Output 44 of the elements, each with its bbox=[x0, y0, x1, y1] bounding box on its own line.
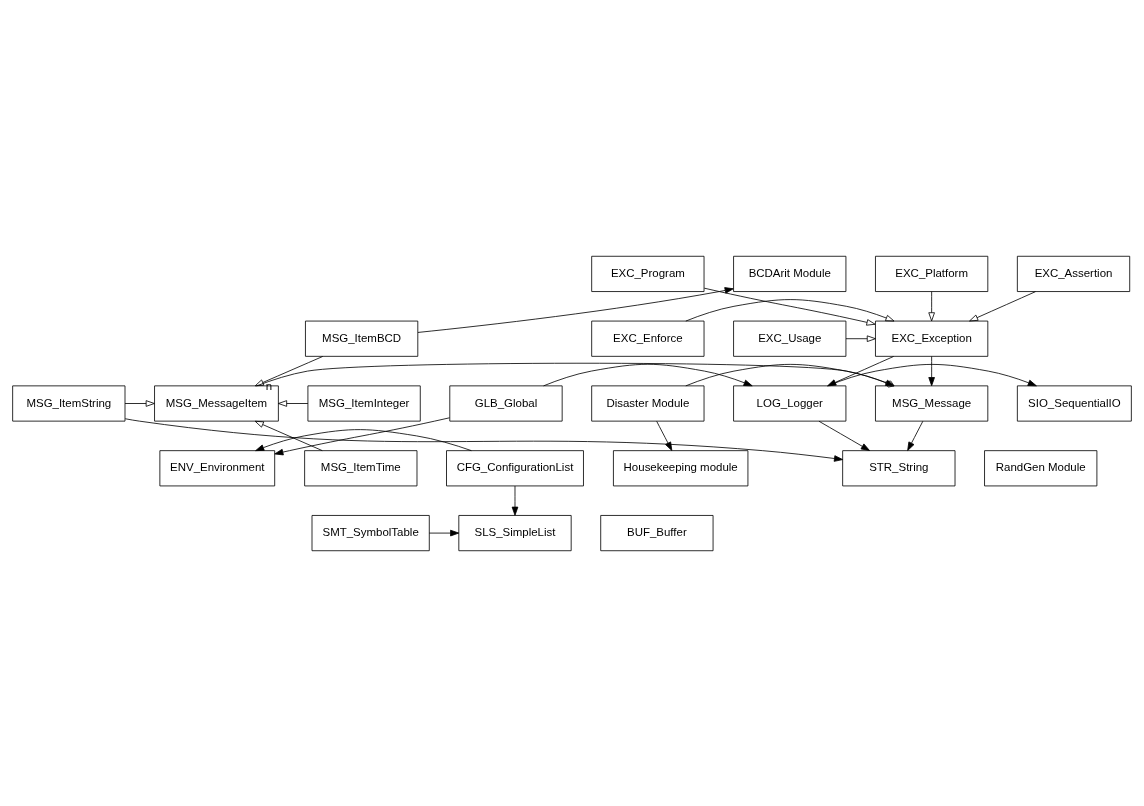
arrow bbox=[703, 287, 876, 326]
node-box: EXC_Assertion bbox=[1016, 255, 1131, 292]
node-box: SMT_SymbolTable bbox=[311, 514, 430, 551]
arrow bbox=[543, 363, 753, 386]
arrow bbox=[254, 355, 324, 386]
node-box: MSG_ItemBCD bbox=[305, 320, 419, 357]
node-box: SLS_SimpleList bbox=[458, 514, 572, 551]
node-box: ENV_Environment bbox=[159, 449, 276, 486]
arrow bbox=[124, 417, 844, 462]
arrow bbox=[274, 416, 450, 455]
arrow bbox=[969, 290, 1036, 321]
node-box: LOG_Logger bbox=[733, 384, 847, 422]
arrow bbox=[417, 286, 734, 333]
node-box: STR_String bbox=[842, 449, 956, 486]
node-box: EXC_Platform bbox=[875, 255, 989, 292]
node-box: MSG_Message bbox=[875, 384, 989, 422]
node-box: MSG_ItemTime bbox=[304, 449, 418, 486]
arrow bbox=[845, 334, 876, 342]
node-box: EXC_Enforce bbox=[591, 320, 705, 357]
node-box: RandGen Module bbox=[984, 449, 1098, 486]
node-box: EXC_Usage bbox=[733, 320, 847, 357]
node-box: BUF_Buffer bbox=[600, 514, 714, 551]
node-box: MSG_ItemInteger bbox=[307, 384, 421, 422]
arrow bbox=[511, 485, 519, 516]
arrow bbox=[656, 420, 673, 451]
node-box: EXC_Program bbox=[591, 255, 705, 292]
arrow bbox=[428, 529, 460, 536]
node-box: Disaster Module bbox=[591, 384, 705, 422]
node-box: MSG_ItemString bbox=[12, 384, 126, 422]
node-box: EXC_Exception bbox=[875, 320, 989, 357]
node-box: SIO_SequentialIO bbox=[1016, 384, 1132, 422]
node-box: Housekeeping module bbox=[613, 449, 749, 486]
arrow bbox=[255, 428, 472, 451]
arrow bbox=[685, 298, 895, 321]
arrow bbox=[278, 399, 309, 407]
arrow bbox=[124, 399, 155, 407]
node-box: GLB_Global bbox=[449, 384, 563, 422]
arrow bbox=[907, 420, 924, 451]
arrow bbox=[254, 420, 323, 451]
node-box: CFG_ConfigurationList bbox=[446, 449, 584, 486]
node-box: BCDArit Module bbox=[733, 255, 847, 292]
arrow bbox=[928, 290, 935, 321]
arrow bbox=[818, 420, 870, 451]
arrow bbox=[928, 355, 935, 386]
